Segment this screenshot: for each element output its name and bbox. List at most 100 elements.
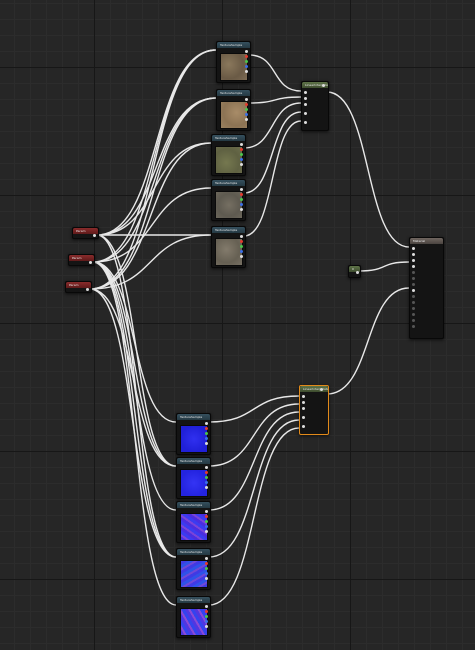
material-input-pin[interactable]	[412, 283, 415, 286]
output-pin[interactable]	[205, 557, 208, 560]
texture-sample-node-rock[interactable]: TextureSample	[211, 179, 246, 221]
alpha-channel-pin[interactable]	[240, 255, 243, 258]
output-pin[interactable]	[89, 261, 92, 264]
output-pin[interactable]	[86, 288, 89, 291]
blue-channel-pin[interactable]	[245, 65, 248, 68]
input-pin[interactable]	[302, 425, 305, 428]
output-pin[interactable]	[356, 271, 359, 274]
lerp-node-diffuse[interactable]: LinearInterpolate	[301, 81, 329, 131]
lerp-node-normal[interactable]: LinearInterpolate	[299, 385, 329, 435]
texture-sample-node-normal-4[interactable]: TextureSample	[176, 548, 211, 590]
red-channel-pin[interactable]	[205, 471, 208, 474]
input-pin[interactable]	[302, 401, 305, 404]
alpha-channel-pin[interactable]	[205, 530, 208, 533]
blue-channel-pin[interactable]	[240, 203, 243, 206]
output-pin[interactable]	[205, 605, 208, 608]
material-input-pin[interactable]	[412, 271, 415, 274]
input-pin[interactable]	[304, 121, 307, 124]
green-channel-pin[interactable]	[205, 615, 208, 618]
texture-sample-node-gravel[interactable]: TextureSample	[211, 226, 246, 268]
output-pin[interactable]	[205, 422, 208, 425]
texture-sample-node-normal-1[interactable]: TextureSample	[176, 413, 211, 455]
blue-channel-pin[interactable]	[240, 158, 243, 161]
alpha-channel-pin[interactable]	[245, 118, 248, 121]
output-pin[interactable]	[320, 388, 323, 391]
texture-sample-node-grass[interactable]: TextureSample	[211, 134, 246, 176]
green-channel-pin[interactable]	[205, 476, 208, 479]
input-pin[interactable]	[302, 407, 305, 410]
constant-node[interactable]: 0	[348, 265, 361, 278]
material-input-pin[interactable]	[412, 301, 415, 304]
green-channel-pin[interactable]	[245, 60, 248, 63]
red-channel-pin[interactable]	[245, 103, 248, 106]
alpha-channel-pin[interactable]	[205, 442, 208, 445]
material-input-pin[interactable]	[412, 295, 415, 298]
green-channel-pin[interactable]	[205, 432, 208, 435]
output-pin[interactable]	[322, 84, 325, 87]
parameter-node-3[interactable]: Param	[65, 281, 92, 293]
red-channel-pin[interactable]	[205, 427, 208, 430]
alpha-channel-pin[interactable]	[240, 208, 243, 211]
material-input-pin[interactable]	[412, 319, 415, 322]
green-channel-pin[interactable]	[240, 153, 243, 156]
output-pin[interactable]	[245, 98, 248, 101]
blue-channel-pin[interactable]	[205, 525, 208, 528]
red-channel-pin[interactable]	[205, 610, 208, 613]
texture-sample-node-normal-2[interactable]: TextureSample	[176, 457, 211, 499]
green-channel-pin[interactable]	[245, 108, 248, 111]
blue-channel-pin[interactable]	[205, 437, 208, 440]
material-input-pin[interactable]	[412, 325, 415, 328]
green-channel-pin[interactable]	[205, 567, 208, 570]
texture-sample-node-normal-5[interactable]: TextureSample	[176, 596, 211, 638]
material-output-node[interactable]: Material	[409, 237, 444, 339]
red-channel-pin[interactable]	[240, 240, 243, 243]
material-input-pin[interactable]	[412, 259, 415, 262]
alpha-channel-pin[interactable]	[240, 163, 243, 166]
output-pin[interactable]	[245, 50, 248, 53]
material-input-pin[interactable]	[412, 265, 415, 268]
blue-channel-pin[interactable]	[205, 572, 208, 575]
blue-channel-pin[interactable]	[240, 250, 243, 253]
green-channel-pin[interactable]	[240, 245, 243, 248]
input-pin[interactable]	[302, 416, 305, 419]
material-input-pin[interactable]	[412, 289, 415, 292]
blue-channel-pin[interactable]	[245, 113, 248, 116]
green-channel-pin[interactable]	[240, 198, 243, 201]
parameter-node-2[interactable]: Param	[68, 254, 95, 266]
parameter-node-1[interactable]: Param	[72, 227, 99, 239]
output-pin[interactable]	[240, 235, 243, 238]
output-pin[interactable]	[240, 188, 243, 191]
texture-node-title: TextureSample	[217, 90, 250, 96]
output-pin[interactable]	[93, 234, 96, 237]
alpha-channel-pin[interactable]	[205, 625, 208, 628]
blue-channel-pin[interactable]	[205, 481, 208, 484]
material-input-pin[interactable]	[412, 313, 415, 316]
material-input-pin[interactable]	[412, 247, 415, 250]
green-channel-pin[interactable]	[205, 520, 208, 523]
input-pin[interactable]	[304, 97, 307, 100]
red-channel-pin[interactable]	[240, 148, 243, 151]
alpha-channel-pin[interactable]	[205, 486, 208, 489]
alpha-channel-pin[interactable]	[205, 577, 208, 580]
red-channel-pin[interactable]	[205, 562, 208, 565]
input-pin[interactable]	[304, 91, 307, 94]
output-pin[interactable]	[205, 510, 208, 513]
material-input-pin[interactable]	[412, 253, 415, 256]
red-channel-pin[interactable]	[240, 193, 243, 196]
red-channel-pin[interactable]	[205, 515, 208, 518]
texture-sample-node-sand[interactable]: TextureSample	[216, 89, 251, 131]
material-input-pin[interactable]	[412, 307, 415, 310]
input-pin[interactable]	[304, 103, 307, 106]
blue-channel-pin[interactable]	[205, 620, 208, 623]
texture-sample-node-dirt[interactable]: TextureSample	[216, 41, 251, 83]
input-pin[interactable]	[304, 112, 307, 115]
alpha-channel-pin[interactable]	[245, 70, 248, 73]
texture-sample-node-normal-3[interactable]: TextureSample	[176, 501, 211, 543]
output-pin[interactable]	[240, 143, 243, 146]
red-channel-pin[interactable]	[245, 55, 248, 58]
output-pin[interactable]	[205, 466, 208, 469]
input-pin[interactable]	[302, 395, 305, 398]
grass-texture-thumbnail	[215, 146, 243, 174]
material-input-pin[interactable]	[412, 277, 415, 280]
